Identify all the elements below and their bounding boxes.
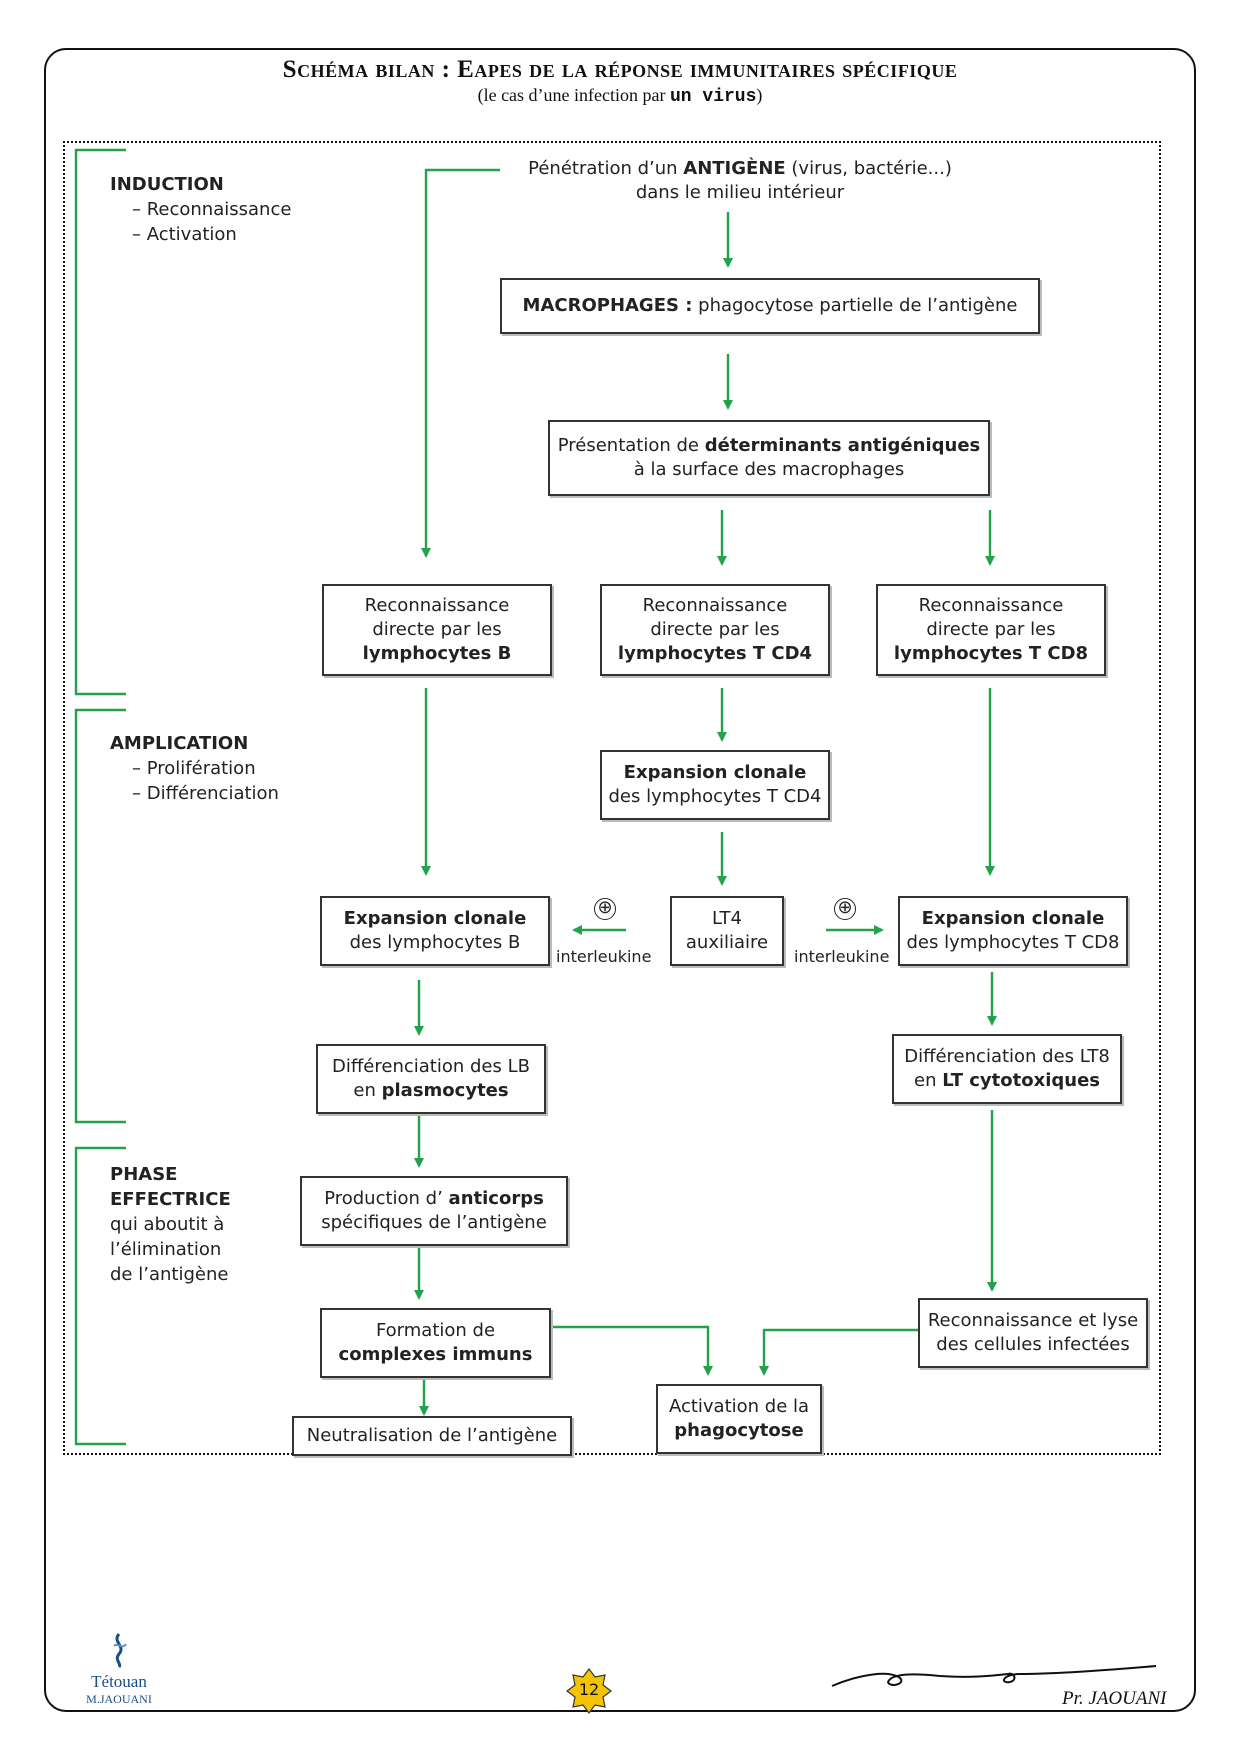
phase-induction: INDUCTION – Reconnaissance – Activation — [110, 172, 291, 247]
phase-amplification-heading: AMPLICATION — [110, 733, 249, 754]
node-diff-lb: Différenciation des LB en plasmocytes — [316, 1044, 546, 1114]
node-expansion-lb: Expansion clonale des lymphocytes B — [320, 896, 550, 966]
phase-amplification: AMPLICATION – Prolifération – Différenci… — [110, 731, 279, 806]
node-reco-t8: Reconnaissance directe par les lymphocyt… — [876, 584, 1106, 676]
node-penetration: Pénétration d’un ANTIGÈNE (virus, bactér… — [528, 158, 952, 203]
logo-name: M.JAOUANI — [86, 1692, 152, 1706]
node-macrophages: MACROPHAGES : phagocytose partielle de l… — [500, 278, 1040, 334]
signature: Pr. JAOUANI — [1062, 1688, 1167, 1709]
node-neutralisation: Neutralisation de l’antigène — [292, 1416, 572, 1456]
node-reco-t4: Reconnaissance directe par les lymphocyt… — [600, 584, 830, 676]
phase-amplification-item: – Prolifération — [132, 758, 256, 779]
page-subtitle: (le cas d’une infection par un virus) — [477, 85, 763, 107]
node-lt4-auxiliaire: LT4 auxiliaire — [670, 896, 784, 966]
bracket-amplification — [74, 708, 126, 1124]
page-number: 12 — [578, 1680, 600, 1699]
node-expansion-t4: Expansion clonale des lymphocytes T CD4 — [600, 750, 830, 820]
logo-icon — [113, 1633, 127, 1669]
page-frame — [44, 48, 1196, 1712]
logo-city: Tétouan — [91, 1672, 147, 1691]
arrow-antigen-to-lb — [421, 168, 500, 558]
bracket-induction — [74, 148, 126, 696]
plus-icon: ⊕ — [594, 898, 616, 920]
bracket-effectrice — [74, 1146, 126, 1446]
phase-effectrice: PHASE EFFECTRICE qui aboutit à l’élimina… — [110, 1162, 231, 1287]
node-production: Production d’ anticorps spécifiques de l… — [300, 1176, 568, 1246]
phase-effectrice-desc: de l’antigène — [110, 1264, 229, 1285]
page-title: Schéma bilan : Eapes de la réponse immun… — [282, 56, 958, 83]
phase-effectrice-heading: PHASE — [110, 1164, 178, 1185]
diagram-area — [63, 141, 1161, 1455]
node-expansion-t8: Expansion clonale des lymphocytes T CD8 — [898, 896, 1128, 966]
arrow-formation-to-activation — [551, 1325, 713, 1376]
phase-effectrice-desc: qui aboutit à — [110, 1214, 225, 1235]
node-presentation: Présentation de déterminants antigénique… — [548, 420, 990, 496]
plus-icon: ⊕ — [834, 898, 856, 920]
footer-logo: Tétouan M.JAOUANI — [74, 1632, 164, 1707]
node-formation: Formation de complexes immuns — [320, 1308, 551, 1378]
node-lyse: Reconnaissance et lyse des cellules infe… — [918, 1298, 1148, 1368]
arrow-lyse-to-activation — [759, 1328, 918, 1376]
page-number-badge — [566, 1668, 612, 1714]
phase-effectrice-desc: l’élimination — [110, 1239, 222, 1260]
node-activation: Activation de la phagocytose — [656, 1384, 822, 1454]
phase-effectrice-heading: EFFECTRICE — [110, 1189, 231, 1210]
phase-induction-item: – Activation — [132, 224, 237, 245]
interleukin-label-left: interleukine — [556, 947, 652, 966]
phase-induction-heading: INDUCTION — [110, 174, 224, 195]
node-diff-lt8: Différenciation des LT8 en LT cytotoxiqu… — [892, 1034, 1122, 1104]
node-reco-lb: Reconnaissance directe par les lymphocyt… — [322, 584, 552, 676]
signature-flourish — [831, 1665, 1157, 1687]
interleukin-label-right: interleukine — [794, 947, 890, 966]
phase-induction-item: – Reconnaissance — [132, 199, 292, 220]
phase-amplification-item: – Différenciation — [132, 783, 279, 804]
